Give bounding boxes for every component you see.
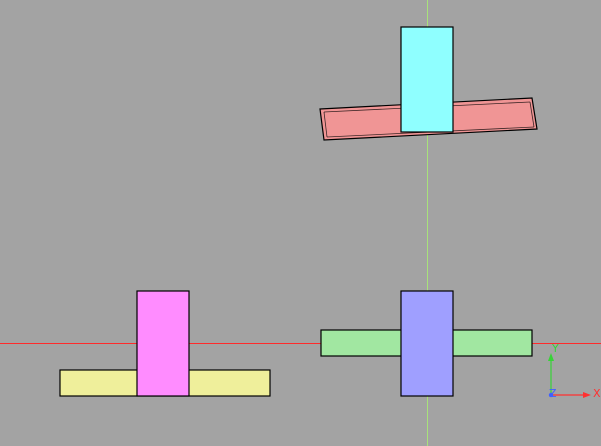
right-blue-block[interactable] xyxy=(400,290,454,397)
x-axis-arrowhead xyxy=(583,392,591,398)
axis-triad: Y Z X xyxy=(548,342,601,400)
z-axis-label: Z xyxy=(549,387,557,400)
top-slab-edge-line xyxy=(529,101,535,128)
left-magenta-block[interactable] xyxy=(136,290,190,397)
y-axis-label: Y xyxy=(551,342,559,355)
y-axis-arrowhead xyxy=(548,353,554,361)
z-axis-dot xyxy=(548,392,554,398)
top-slab-edge-line xyxy=(323,111,328,138)
x-axis-label: X xyxy=(593,387,601,400)
top-cyan-block[interactable] xyxy=(400,26,454,133)
